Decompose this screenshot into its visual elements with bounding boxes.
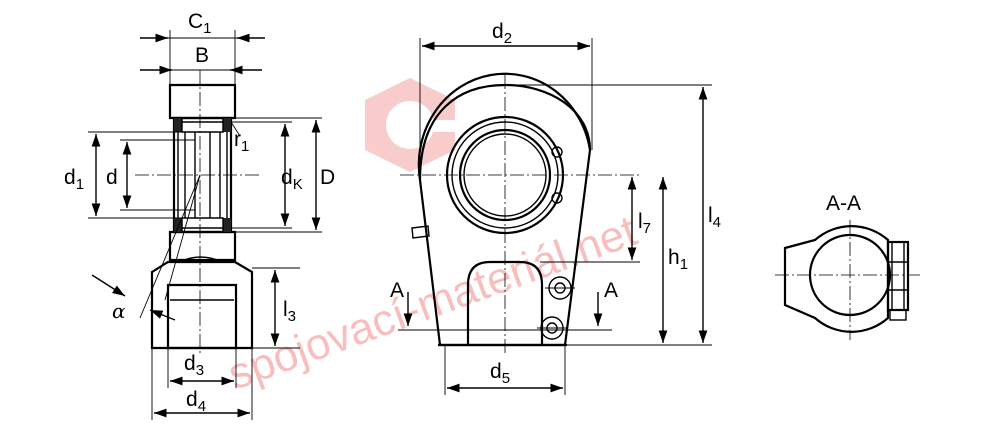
label-d: d xyxy=(106,166,118,189)
label-a-right: A xyxy=(604,279,618,302)
label-section-a-a: A-A xyxy=(826,192,861,215)
front-view xyxy=(398,72,640,355)
label-d5: d5 xyxy=(490,360,510,387)
left-section-view xyxy=(135,70,260,355)
labels: C1 B r1 d1 d dK D α l3 d3 d4 d2 l7 h1 l4… xyxy=(64,10,861,415)
label-l3: l3 xyxy=(283,298,296,325)
label-h1: h1 xyxy=(668,246,688,273)
label-l4: l4 xyxy=(708,204,721,231)
label-r1: r1 xyxy=(234,128,249,155)
label-b: B xyxy=(195,44,209,67)
label-d1: d1 xyxy=(64,166,84,193)
label-dk: dK xyxy=(281,166,303,193)
label-l7: l7 xyxy=(638,210,651,237)
watermark-logo xyxy=(365,78,455,172)
left-dimensions xyxy=(88,30,322,420)
front-dimensions xyxy=(403,38,712,395)
label-D: D xyxy=(320,166,335,189)
label-alpha: α xyxy=(112,299,126,323)
label-a-left: A xyxy=(390,279,404,302)
label-c1: C1 xyxy=(188,10,212,37)
label-d4: d4 xyxy=(186,388,206,415)
label-d3: d3 xyxy=(184,352,204,379)
section-a-a-view xyxy=(775,220,920,340)
label-d2: d2 xyxy=(492,20,512,47)
